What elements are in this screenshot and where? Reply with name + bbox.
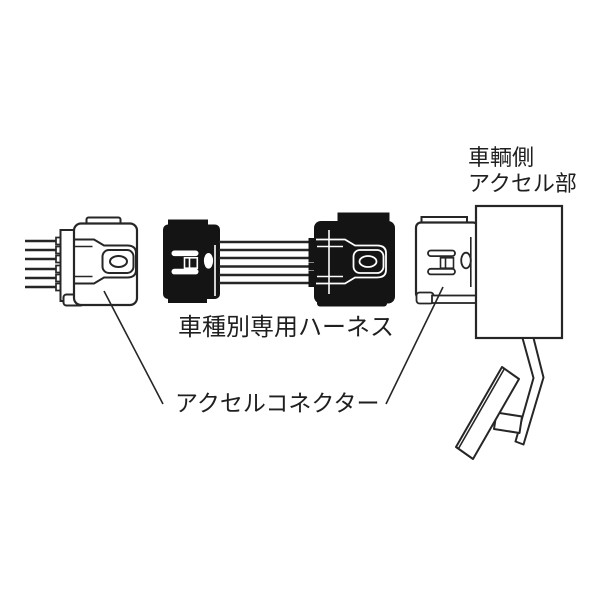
round-hole <box>203 252 214 269</box>
leader-line-right <box>385 286 444 405</box>
terminal-bar-bottom <box>171 268 199 275</box>
latch-housing <box>101 249 135 274</box>
wire-bundle <box>25 239 61 289</box>
accel-unit-box <box>474 204 564 340</box>
vehicle-side-label-line2: アクセル部 <box>468 172 577 197</box>
vehicle-connector-drawing <box>414 216 480 305</box>
vehicle-side-label-line1: 車輌側 <box>468 146 535 171</box>
accel-connector-drawing <box>25 216 139 307</box>
latch-inner-lines <box>317 245 343 278</box>
bottom-foot <box>415 291 435 305</box>
terminal-block <box>59 229 76 302</box>
connector-body <box>163 224 220 299</box>
accel-connector-label: アクセルコネクター <box>175 391 380 417</box>
connector-body <box>414 221 480 300</box>
leader-line-left <box>103 290 164 405</box>
pedal-drawing <box>455 337 545 460</box>
latch-outline <box>74 238 137 285</box>
terminal-bar-top <box>171 250 199 257</box>
latch-housing <box>352 249 385 274</box>
pedal-bracket <box>493 411 523 434</box>
harness-connector-b-drawing <box>308 212 395 307</box>
top-tab <box>168 219 208 227</box>
harness-wires <box>219 240 316 285</box>
terminal-bar-top <box>427 249 456 257</box>
harness-connector-a-drawing <box>163 219 220 303</box>
latch-slot <box>358 255 378 268</box>
pedal-pad-edge-line <box>457 368 506 449</box>
harness-label: 車種別専用ハーネス <box>178 313 394 341</box>
wire-entry-teeth <box>308 238 317 287</box>
top-tab <box>337 212 390 223</box>
latch-inner-lines <box>75 245 93 278</box>
keyway-slot <box>183 256 199 269</box>
keyway-slot <box>439 256 455 269</box>
pedal-pad <box>455 366 520 460</box>
latch-outline <box>316 238 387 285</box>
latch-slot <box>109 255 128 268</box>
bottom-tab <box>168 296 207 303</box>
vehicle-side-label: 車輌側 アクセル部 <box>468 146 577 198</box>
